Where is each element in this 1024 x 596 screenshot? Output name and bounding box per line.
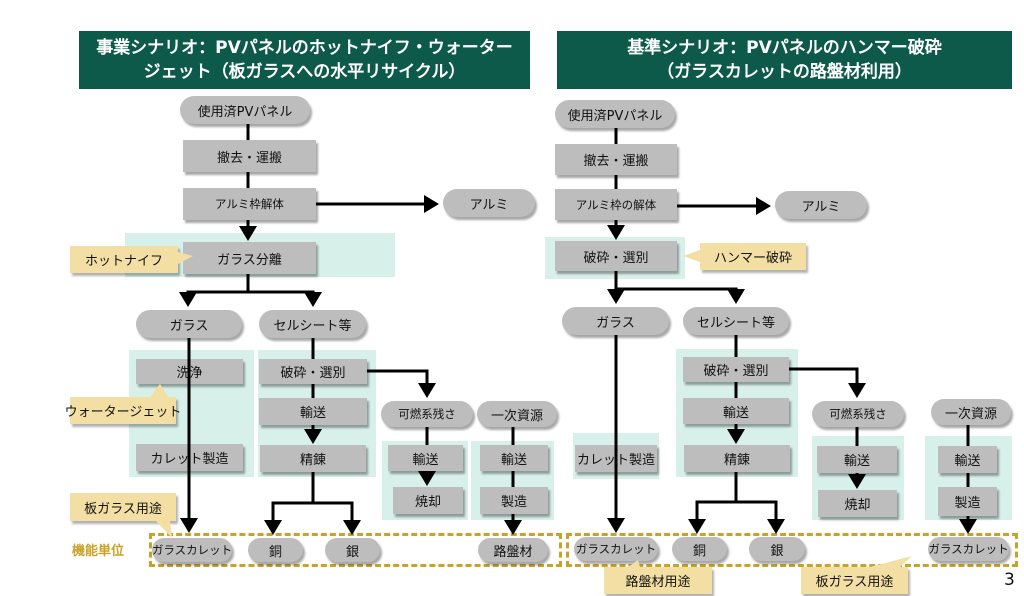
node-aluminum: アルミ xyxy=(443,189,535,217)
connector xyxy=(179,274,250,307)
node-transport-cell: 輸送 xyxy=(259,398,367,425)
node-glass-right: ガラス xyxy=(562,307,669,335)
connector xyxy=(367,369,436,398)
node-manufacture-right: 製造 xyxy=(938,487,997,516)
node-output-copper-right: 銅 xyxy=(672,537,727,561)
callout-hot-knife: ホットナイフ xyxy=(70,246,178,273)
node-output-glass-cullet2-right: ガラスカレット xyxy=(928,537,1009,561)
callout-pointer xyxy=(870,556,912,567)
node-output-glass-cullet: ガラスカレット xyxy=(152,538,232,562)
node-used-pv-panel-right: 使用済PVパネル xyxy=(555,100,675,128)
left-title-line2: ジェット（板ガラスへの水平リサイクル） xyxy=(143,62,466,82)
callout-pointer xyxy=(628,560,640,567)
callout-hammer-crush: ハンマー破砕 xyxy=(700,243,806,270)
connector xyxy=(248,290,322,307)
node-primary-resource: 一次資源 xyxy=(477,401,557,427)
node-glass: ガラス xyxy=(136,310,242,338)
functional-unit-box-right xyxy=(566,533,1018,567)
node-manufacture: 製造 xyxy=(480,487,548,514)
node-transport-combustible-right: 輸送 xyxy=(817,446,897,473)
node-incinerate: 焼却 xyxy=(393,487,463,514)
node-output-silver: 銀 xyxy=(325,538,380,562)
node-refine: 精錬 xyxy=(260,445,366,472)
callout-plate-glass-use-right: 板ガラス用途 xyxy=(801,567,908,594)
callout-pointer xyxy=(683,250,700,262)
node-removal-transport: 撤去・運搬 xyxy=(183,140,316,172)
node-output-copper: 銅 xyxy=(248,538,303,562)
node-combustible-residue-right: 可燃系残さ xyxy=(812,401,904,427)
node-crush-sort-right: 破砕・選別 xyxy=(683,357,789,382)
node-primary-resource-right: 一次資源 xyxy=(931,399,1011,425)
node-transport-combustible: 輸送 xyxy=(388,445,463,471)
connector xyxy=(264,472,315,535)
connector xyxy=(688,472,738,534)
node-aluminum-right: アルミ xyxy=(775,191,867,219)
connector xyxy=(789,367,866,398)
node-removal-transport-right: 撤去・運搬 xyxy=(555,144,677,175)
node-transport-cell-right: 輸送 xyxy=(683,398,789,424)
callout-plate-glass-use: 板ガラス用途 xyxy=(70,493,176,521)
node-cell-sheet: セルシート等 xyxy=(259,310,366,338)
node-output-silver-right: 銀 xyxy=(749,537,805,561)
callout-roadbed-use: 路盤材用途 xyxy=(604,567,712,594)
callout-water-jet: ウォータージェット xyxy=(65,397,181,424)
connector xyxy=(736,500,785,534)
node-transport-primary: 輸送 xyxy=(480,445,548,471)
right-scenario-title: 基準シナリオ：PVパネルのハンマー破砕 （ガラスカレットの路盤材利用） xyxy=(557,31,1012,89)
node-used-pv-panel: 使用済PVパネル xyxy=(180,96,310,124)
node-incinerate-right: 焼却 xyxy=(818,490,897,517)
node-transport-primary-right: 輸送 xyxy=(938,446,997,473)
node-crush-sort: 破砕・選別 xyxy=(259,359,367,384)
node-aluminum-frame-dismantle-right: アルミ枠の解体 xyxy=(555,189,677,220)
connector xyxy=(614,271,745,304)
right-title-line1: 基準シナリオ：PVパネルのハンマー破砕 xyxy=(627,38,942,58)
callout-pointer xyxy=(156,521,172,538)
node-refine-right: 精錬 xyxy=(684,445,790,472)
callout-pointer xyxy=(178,252,193,264)
node-cell-sheet-right: セルシート等 xyxy=(683,307,789,335)
node-combustible-residue: 可燃系残さ xyxy=(381,401,473,427)
page-number: 3 xyxy=(1004,570,1015,590)
left-title-line1: 事業シナリオ：PVパネルのホットナイフ・ウォーター xyxy=(96,38,513,58)
functional-unit-label: 機能単位 xyxy=(72,544,125,559)
node-output-roadbed: 路盤材 xyxy=(478,538,548,562)
node-glass-separation: ガラス分離 xyxy=(183,242,316,274)
left-scenario-title: 事業シナリオ：PVパネルのホットナイフ・ウォーター ジェット（板ガラスへの水平リ… xyxy=(79,31,530,89)
node-output-glass-cullet-right: ガラスカレット xyxy=(574,537,658,561)
node-crush-sort-main-right: 破砕・選別 xyxy=(555,241,677,271)
connector xyxy=(313,501,361,535)
node-aluminum-frame-dismantle: アルミ枠解体 xyxy=(183,188,316,220)
right-title-line2: （ガラスカレットの路盤材利用） xyxy=(657,62,912,82)
callout-pointer xyxy=(150,384,168,397)
